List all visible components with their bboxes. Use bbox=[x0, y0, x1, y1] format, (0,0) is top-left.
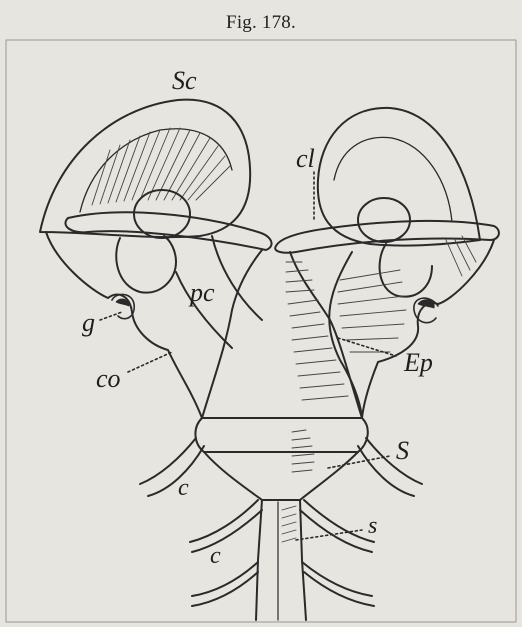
episternum-hatching bbox=[286, 262, 348, 400]
xiphisternum bbox=[256, 500, 306, 620]
sternum-body bbox=[204, 452, 358, 500]
rib-left-3b bbox=[192, 562, 258, 596]
leader-s-upper bbox=[328, 456, 390, 468]
right-coracoid bbox=[362, 240, 494, 418]
left-clavicle bbox=[65, 212, 271, 250]
label-clavicle: cl bbox=[296, 146, 315, 172]
episternum-left-edge bbox=[202, 250, 262, 418]
label-rib-lower: c bbox=[210, 544, 221, 568]
leader-lines bbox=[100, 172, 396, 540]
ribs bbox=[140, 438, 422, 606]
right-foramen bbox=[380, 244, 432, 297]
right-glenoid-fill bbox=[418, 300, 434, 308]
right-clavicle bbox=[275, 221, 499, 253]
label-episternum: Ep bbox=[404, 350, 433, 376]
rib-right-2b bbox=[304, 500, 374, 542]
label-glenoid: g bbox=[82, 310, 95, 336]
label-procoracoid: pc bbox=[190, 280, 215, 306]
rib-left-1 bbox=[148, 446, 204, 496]
left-coracoid bbox=[46, 232, 202, 418]
rib-right-3 bbox=[304, 572, 374, 606]
label-coracoid: co bbox=[96, 366, 121, 392]
label-sternum: S bbox=[396, 438, 409, 464]
left-scapula-hatching bbox=[92, 128, 230, 205]
label-rib-upper: c bbox=[178, 476, 189, 500]
xiphisternum-hatching bbox=[282, 506, 296, 542]
leader-co bbox=[128, 352, 172, 372]
leader-ep bbox=[338, 338, 396, 356]
label-xiphisternum: s bbox=[368, 514, 377, 538]
right-scapula bbox=[318, 108, 480, 246]
episternum-right-edge bbox=[290, 252, 362, 418]
rib-right-1b bbox=[366, 438, 422, 484]
rib-right-2 bbox=[300, 510, 372, 552]
rib-left-3 bbox=[192, 572, 258, 606]
right-round-process bbox=[358, 198, 410, 242]
rib-left-2 bbox=[192, 510, 262, 552]
label-scapula: Sc bbox=[172, 68, 197, 94]
sternum-upper bbox=[195, 418, 367, 452]
left-foramen bbox=[116, 236, 176, 293]
right-scapula-inner-edge bbox=[334, 137, 452, 222]
